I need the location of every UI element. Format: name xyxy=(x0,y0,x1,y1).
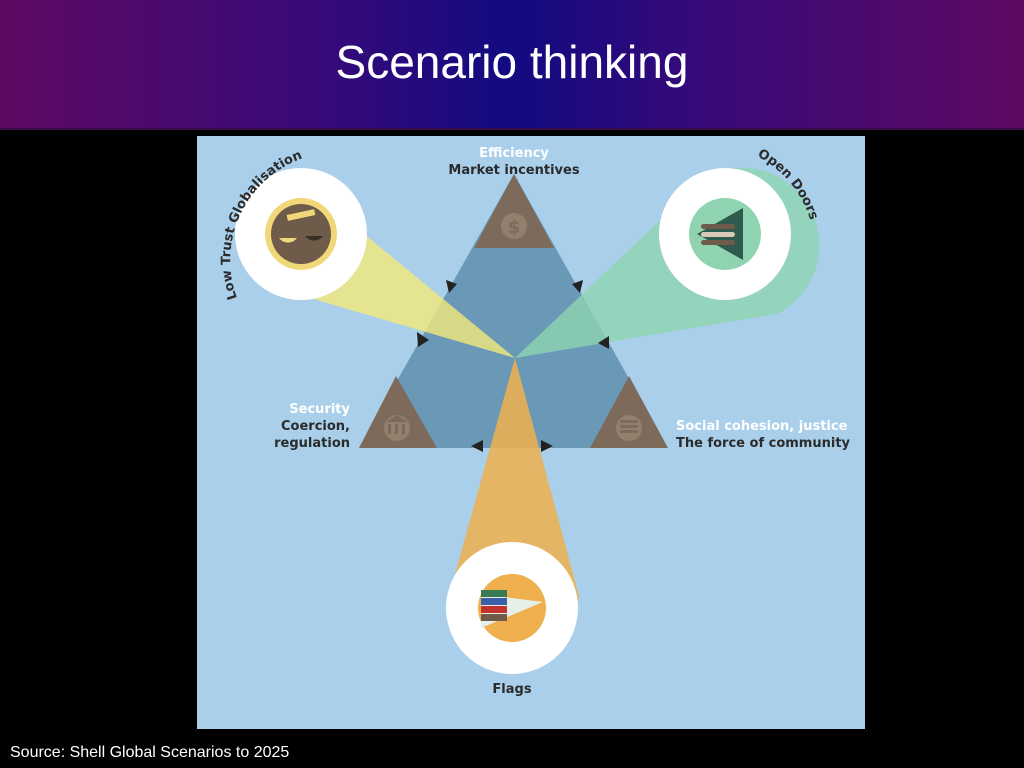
flags-icon xyxy=(481,590,543,628)
label-force-of-community: The force of community xyxy=(676,436,851,451)
arrow-marker xyxy=(417,332,429,347)
arrow-marker xyxy=(598,336,609,349)
corner-left xyxy=(359,376,437,448)
label-efficiency: Efficiency xyxy=(479,146,549,161)
handshake-icon xyxy=(697,208,743,260)
scenario-diagram-svg: $ xyxy=(197,136,865,729)
arrow-marker xyxy=(446,280,457,293)
scenario-open-doors xyxy=(659,168,791,300)
scenario-flags xyxy=(446,542,578,674)
hand-icon xyxy=(616,415,642,441)
building-icon xyxy=(384,415,410,441)
label-coercion: Coercion, xyxy=(281,419,350,434)
scenario-diagram: $ xyxy=(197,136,865,729)
arrow-markers xyxy=(417,280,609,452)
svg-text:$: $ xyxy=(508,217,521,238)
slide-title: Scenario thinking xyxy=(335,36,689,88)
source-caption: Source: Shell Global Scenarios to 2025 xyxy=(10,744,290,761)
scales-icon xyxy=(271,204,331,264)
arrow-marker xyxy=(471,440,483,452)
central-triangle xyxy=(359,174,668,448)
scenario-low-trust xyxy=(235,168,367,300)
label-market-incentives: Market incentives xyxy=(448,163,579,178)
corner-right xyxy=(590,376,668,448)
dollar-icon: $ xyxy=(501,213,527,239)
title-bar: Scenario thinking xyxy=(0,0,1024,130)
label-regulation: regulation xyxy=(274,436,350,451)
label-flags: Flags xyxy=(492,682,531,697)
arrow-marker xyxy=(572,280,583,293)
label-social-cohesion: Social cohesion, justice xyxy=(676,419,848,434)
arrow-marker xyxy=(541,440,553,452)
label-security: Security xyxy=(289,402,350,417)
corner-top xyxy=(474,174,554,248)
